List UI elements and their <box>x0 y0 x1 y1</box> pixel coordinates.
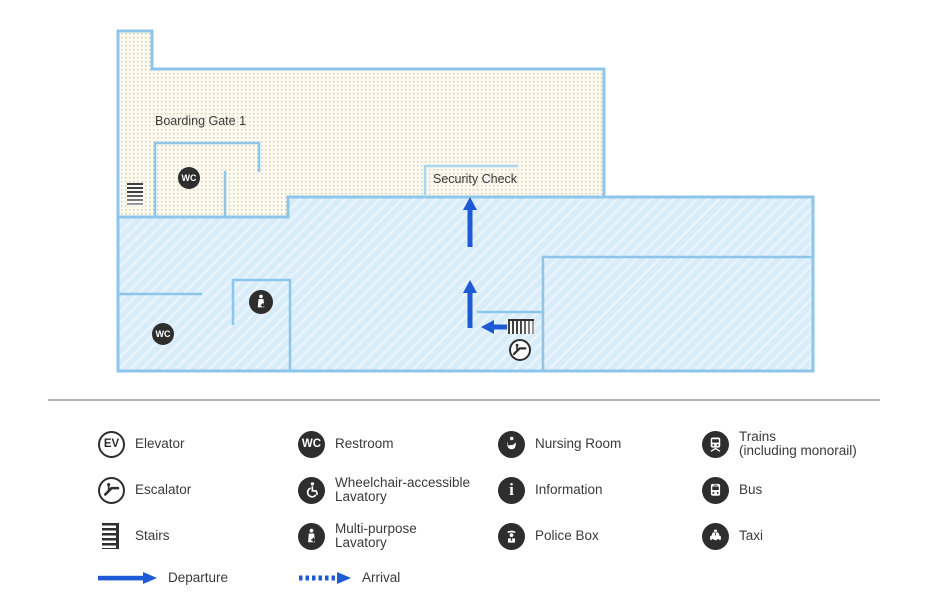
legend-label: Bus <box>739 481 763 497</box>
legend-item-bus: Bus <box>702 467 857 513</box>
legend-item-departure: Departure <box>98 559 228 597</box>
elevator-icon: EV <box>98 430 125 458</box>
floor-map-drawing <box>116 29 815 373</box>
police-box-icon <box>498 522 525 550</box>
multi-purpose-lavatory-icon <box>249 290 273 314</box>
restroom-icon: WC <box>298 430 325 458</box>
stairs-icon <box>508 319 534 334</box>
arrival-area <box>116 195 815 373</box>
legend-label: Wheelchair-accessible Lavatory <box>335 474 471 504</box>
legend-column-2: WC Restroom Wheelchair-accessible Lavato… <box>298 421 470 597</box>
wheelchair-glyph <box>306 481 319 498</box>
escalator-glyph <box>512 343 527 356</box>
security-check-label: Security Check <box>433 172 518 186</box>
arrival-arrow <box>299 572 351 584</box>
restroom-icon-text: WC <box>301 438 322 450</box>
legend-item-arrival: Arrival <box>298 559 470 597</box>
legend-item-multi-purpose-lavatory: Multi-purpose Lavatory <box>298 513 470 559</box>
trains-icon <box>702 430 729 458</box>
restroom-icon-text: WC <box>155 329 171 339</box>
legend-label: Departure <box>168 569 229 585</box>
boarding-gate-label: Boarding Gate 1 <box>155 114 247 128</box>
departure-arrow-left <box>481 320 507 334</box>
legend-label: Information <box>535 481 603 497</box>
legend-column-3: Nursing Room i Information Police Box <box>498 421 621 559</box>
legend-label: Restroom <box>335 435 394 451</box>
lower-hall-wall <box>541 255 813 371</box>
police-box-glyph <box>507 530 516 543</box>
train-glyph <box>710 437 721 452</box>
legend-item-nursing-room: Nursing Room <box>498 421 621 467</box>
departure-arrow-up <box>463 280 477 328</box>
departure-arrow <box>98 572 157 584</box>
legend-item-stairs: Stairs <box>98 513 228 559</box>
legend-label: Stairs <box>135 527 170 543</box>
bus-glyph <box>710 483 721 496</box>
escalator-icon <box>509 339 531 361</box>
legend-item-elevator: EV Elevator <box>98 421 228 467</box>
bus-icon <box>702 476 729 504</box>
legend-label: Multi-purpose Lavatory <box>335 520 417 550</box>
escalator-glyph <box>103 483 119 496</box>
multi-purpose-lavatory-icon <box>298 522 325 550</box>
legend-label: Elevator <box>135 435 185 451</box>
legend-column-4: Trains (including monorail) Bus <box>702 421 857 559</box>
multi-purpose-lavatory-glyph <box>257 294 265 308</box>
restroom-icon: WC <box>178 167 200 189</box>
restroom-icon: WC <box>152 323 174 345</box>
taxi-icon <box>702 522 729 550</box>
legend-item-information: i Information <box>498 467 621 513</box>
legend-label: Arrival <box>362 569 401 585</box>
taxi-glyph <box>710 529 721 541</box>
information-icon-text: i <box>509 480 514 499</box>
wheelchair-accessible-lavatory-icon <box>298 476 325 504</box>
legend-label: Police Box <box>535 527 599 543</box>
multi-purpose-lavatory-glyph <box>308 528 316 542</box>
legend-label: Escalator <box>135 481 192 497</box>
legend-item-trains: Trains (including monorail) <box>702 421 857 467</box>
floor-map: Boarding Gate 1 Security Check WC WC <box>116 29 815 373</box>
legend-item-restroom: WC Restroom <box>298 421 470 467</box>
information-icon: i <box>498 476 525 504</box>
nursing-room-glyph <box>507 436 516 449</box>
legend-label: Trains (including monorail) <box>739 428 857 458</box>
section-divider <box>48 399 880 401</box>
boarding-gate-room-wall <box>153 141 261 217</box>
escalator-icon <box>98 476 125 504</box>
elevator-icon-text: EV <box>103 438 120 450</box>
legend-item-escalator: Escalator <box>98 467 228 513</box>
legend-item-taxi: Taxi <box>702 513 857 559</box>
restroom-icon-text: WC <box>181 173 197 183</box>
legend-label: Nursing Room <box>535 435 622 451</box>
legend-item-wheelchair-lavatory: Wheelchair-accessible Lavatory <box>298 467 470 513</box>
departure-arrow-up <box>463 197 477 247</box>
stairs-icon <box>127 183 143 206</box>
legend-column-1: EV Elevator Escalator Stairs Depart <box>98 421 228 597</box>
security-check-wall <box>423 164 518 197</box>
stairs-icon <box>102 523 119 549</box>
multi-purpose-lavatory-wall <box>231 278 292 371</box>
nursing-room-icon <box>498 430 525 458</box>
legend-item-police-box: Police Box <box>498 513 621 559</box>
legend-label: Taxi <box>739 527 764 543</box>
